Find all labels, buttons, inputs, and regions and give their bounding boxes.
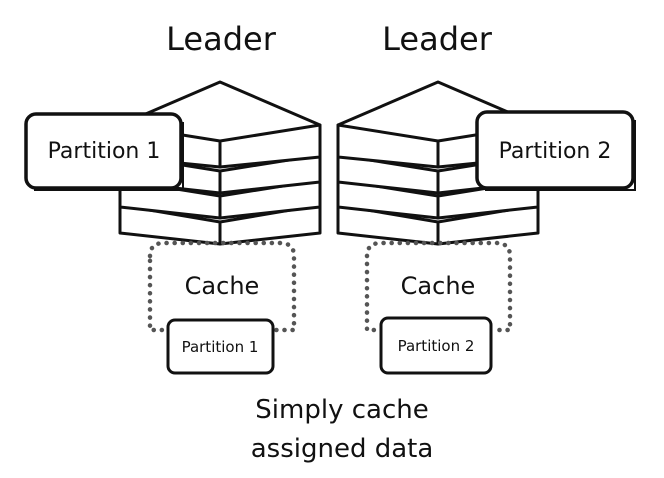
- leader-node-1: Leader Partition 1 Cache: [24, 20, 322, 375]
- cache-area-2: Cache: [364, 240, 513, 333]
- partition-label-2: Partition 2: [499, 139, 612, 164]
- cache-label-1: Cache: [185, 272, 260, 300]
- partition-box-1: Partition 1: [24, 112, 184, 191]
- caption-line-2: assigned data: [251, 434, 434, 464]
- cached-partition-box-2: Partition 2: [379, 316, 493, 375]
- cached-partition-label-2: Partition 2: [398, 337, 475, 355]
- partition-label-1: Partition 1: [48, 139, 161, 164]
- cached-partition-label-1: Partition 1: [182, 338, 259, 356]
- leader-title-1: Leader: [166, 20, 277, 58]
- caption: Simply cache assigned data: [251, 395, 434, 464]
- cached-partition-box-1: Partition 1: [166, 318, 275, 375]
- partition-box-2: Partition 2: [475, 110, 636, 191]
- caption-line-1: Simply cache: [255, 395, 428, 425]
- cache-area-1: Cache: [147, 240, 297, 333]
- cache-label-2: Cache: [401, 272, 476, 300]
- leader-title-2: Leader: [382, 20, 493, 58]
- leader-node-2: Leader Partition 2 Cache: [336, 20, 636, 375]
